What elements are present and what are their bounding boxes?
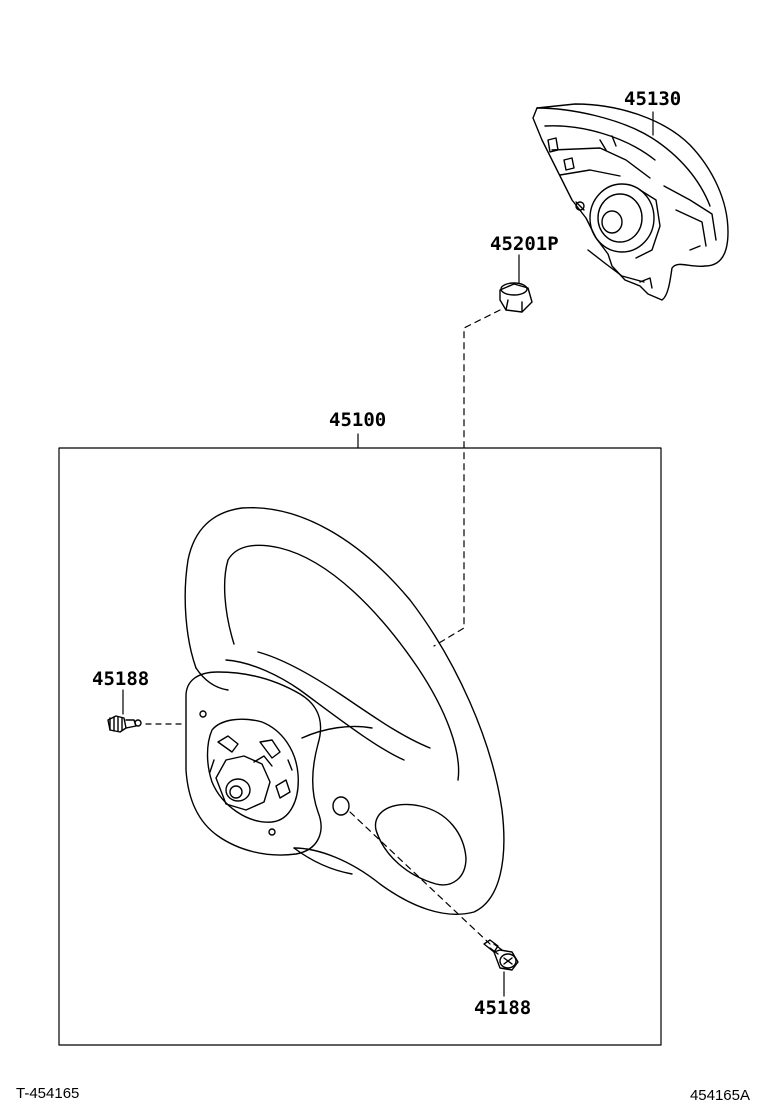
assembly-dash-line-nut	[433, 309, 501, 647]
screw-right-part	[483, 939, 519, 971]
part-label-45201P: 45201P	[490, 233, 559, 255]
drawing-code: 454165A	[689, 1087, 750, 1104]
part-label-45130: 45130	[624, 88, 682, 110]
steering-wheel-part	[184, 507, 505, 915]
nut-part	[499, 282, 533, 313]
assembly-box	[58, 447, 662, 1046]
figure-id: T-454165	[16, 1085, 80, 1102]
screw-left-part	[107, 715, 142, 733]
airbag-pad-part	[532, 103, 729, 301]
part-label-45100: 45100	[329, 409, 387, 431]
part-label-45188-right: 45188	[474, 997, 532, 1019]
part-label-45188-left: 45188	[92, 668, 150, 690]
assembly-dash-line-right-screw	[349, 811, 491, 945]
